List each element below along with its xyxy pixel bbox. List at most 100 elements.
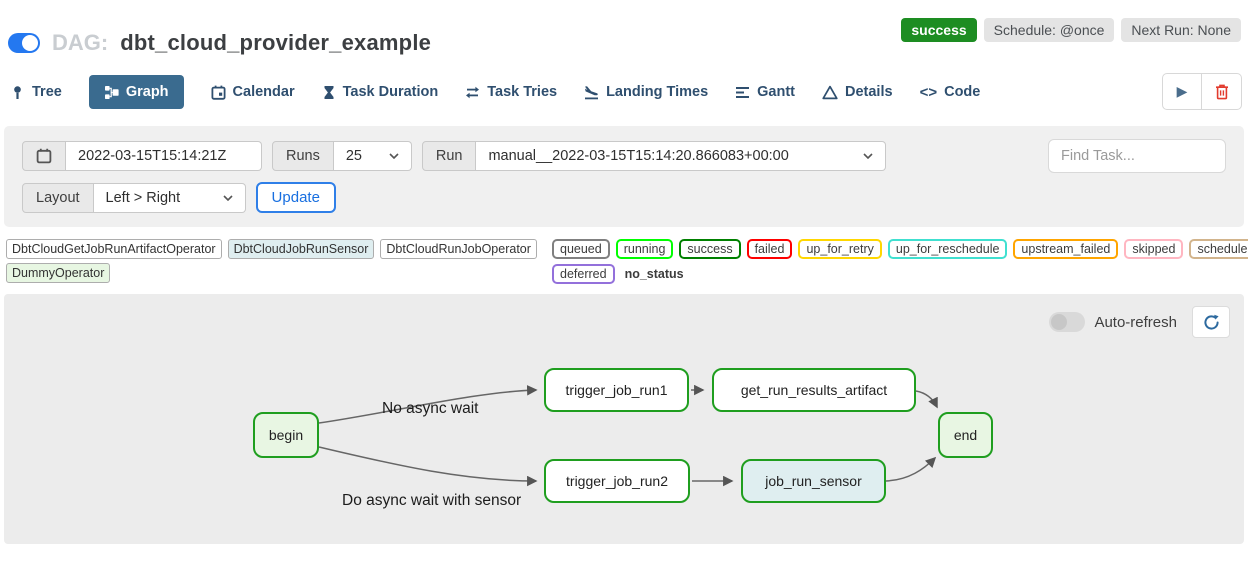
tab-gantt[interactable]: Gantt — [735, 84, 795, 100]
code-icon: <> — [919, 83, 938, 101]
base-date-input[interactable] — [78, 148, 249, 164]
dag-graph-panel: Auto-refresh No async wait Do async wait… — [4, 294, 1244, 544]
task-node-trigger-job-run2[interactable]: trigger_job_run2 — [544, 459, 690, 503]
state-badge[interactable]: running — [615, 239, 674, 259]
task-node-begin[interactable]: begin — [253, 412, 319, 458]
repeat-icon — [466, 86, 480, 98]
tab-landing-times[interactable]: Landing Times — [584, 84, 708, 100]
auto-refresh-label: Auto-refresh — [1094, 313, 1177, 331]
chevron-down-icon — [389, 153, 399, 159]
state-badge[interactable]: up_for_reschedule — [887, 239, 1008, 259]
task-node-end[interactable]: end — [938, 412, 993, 458]
tab-label: Landing Times — [606, 84, 709, 100]
plane-landing-icon — [585, 85, 599, 99]
edge-sensor-end — [885, 456, 937, 482]
edge-begin-trigger1 — [318, 385, 538, 424]
run-selected-value: manual__2022-03-15T15:14:20.866083+00:00 — [488, 148, 789, 164]
operator-badge: DbtCloudRunJobOperator — [380, 239, 537, 259]
update-button[interactable]: Update — [255, 182, 336, 213]
find-task-input[interactable] — [1061, 148, 1213, 164]
refresh-button[interactable] — [1192, 306, 1230, 338]
trigger-dag-button[interactable]: ▶ — [1162, 73, 1202, 110]
dag-pause-toggle[interactable] — [8, 33, 40, 53]
tab-details[interactable]: Details — [822, 84, 893, 100]
calendar-icon — [211, 85, 226, 100]
task-node-trigger-job-run1[interactable]: trigger_job_run1 — [544, 368, 689, 412]
layout-select[interactable]: Left > Right — [93, 182, 246, 213]
tab-label: Task Duration — [342, 84, 439, 100]
tab-label: Calendar — [232, 84, 295, 100]
auto-refresh-toggle[interactable] — [1049, 312, 1086, 332]
run-label: Run — [421, 141, 477, 171]
state-badge[interactable]: queued — [552, 239, 610, 259]
status-badge[interactable]: success — [901, 18, 977, 42]
task-node-job-run-sensor[interactable]: job_run_sensor — [741, 459, 886, 503]
runs-selected-value: 25 — [345, 148, 362, 164]
base-date-group — [22, 141, 262, 171]
header-badges: success Schedule: @once Next Run: None — [901, 18, 1241, 42]
dag-prefix-label: DAG: — [52, 30, 109, 55]
tree-icon — [14, 85, 21, 99]
edge-label-async-sensor: Do async wait with sensor — [342, 492, 522, 509]
play-icon: ▶ — [1176, 83, 1188, 99]
dag-edges — [318, 384, 938, 487]
state-badge[interactable]: up_for_retry — [798, 239, 882, 259]
dag-action-buttons: ▶ — [1162, 73, 1242, 110]
details-icon — [822, 85, 838, 99]
operator-legend: DbtCloudGetJobRunArtifactOperator DbtClo… — [6, 239, 552, 283]
state-badge[interactable]: upstream_failed — [1013, 239, 1119, 259]
task-node-get-run-results-artifact[interactable]: get_run_results_artifact — [712, 368, 916, 412]
tab-code[interactable]: <> Code — [920, 84, 981, 100]
dag-header: DAG: dbt_cloud_provider_example success … — [0, 0, 1248, 66]
state-badge[interactable]: skipped — [1124, 239, 1184, 259]
edge-label-no-async: No async wait — [382, 400, 479, 417]
refresh-icon — [1203, 314, 1219, 330]
hourglass-icon — [324, 85, 334, 99]
tab-task-tries[interactable]: Task Tries — [465, 84, 557, 100]
dag-title: dbt_cloud_provider_example — [120, 30, 432, 55]
schedule-badge: Schedule: @once — [983, 18, 1115, 42]
runs-select[interactable]: 25 — [333, 141, 412, 171]
chevron-down-icon — [863, 153, 874, 159]
operator-badge: DummyOperator — [6, 263, 111, 283]
tab-calendar[interactable]: Calendar — [211, 84, 295, 100]
legend: DbtCloudGetJobRunArtifactOperator DbtClo… — [6, 239, 1248, 284]
run-group: Run manual__2022-03-15T15:14:20.866083+0… — [421, 141, 887, 171]
tab-label: Graph — [125, 84, 169, 100]
tab-label: Gantt — [757, 84, 795, 100]
trash-icon — [1215, 84, 1228, 99]
tab-label: Details — [845, 84, 893, 100]
tab-label: Code — [944, 84, 981, 100]
state-badge[interactable]: success — [679, 239, 741, 259]
base-date-field-wrap — [66, 141, 262, 171]
edge-artifact-end — [915, 390, 938, 409]
datepicker-button[interactable] — [22, 141, 66, 171]
run-select[interactable]: manual__2022-03-15T15:14:20.866083+00:00 — [476, 141, 887, 171]
operator-badge: DbtCloudJobRunSensor — [227, 239, 375, 259]
toggle-knob — [22, 35, 38, 51]
state-badge[interactable]: failed — [746, 239, 793, 259]
graph-icon — [104, 85, 119, 99]
tab-tree[interactable]: Tree — [10, 84, 62, 100]
runs-label: Runs — [272, 141, 334, 171]
tab-label: Tree — [32, 84, 62, 100]
layout-group: Layout Left > Right — [22, 182, 246, 213]
graph-toolbar: Auto-refresh — [1049, 306, 1230, 338]
tab-task-duration[interactable]: Task Duration — [322, 84, 439, 100]
edge-begin-trigger2 — [318, 446, 538, 487]
next-run-badge: Next Run: None — [1121, 18, 1241, 42]
gantt-icon — [736, 86, 750, 98]
tab-graph[interactable]: Graph — [88, 75, 184, 109]
layout-label: Layout — [22, 182, 94, 213]
state-no-status: no_status — [624, 267, 684, 281]
view-tabbar: Tree Graph Calendar Task Duration Task T… — [0, 72, 1248, 112]
state-legend: queued running success failed up_for_ret… — [552, 239, 1248, 284]
runs-group: Runs 25 — [272, 141, 412, 171]
operator-badge: DbtCloudGetJobRunArtifactOperator — [6, 239, 222, 259]
chevron-down-icon — [222, 194, 233, 201]
layout-selected-value: Left > Right — [105, 189, 181, 206]
state-badge[interactable]: deferred — [552, 264, 615, 284]
calendar-icon — [36, 148, 52, 164]
delete-dag-button[interactable] — [1202, 73, 1242, 110]
